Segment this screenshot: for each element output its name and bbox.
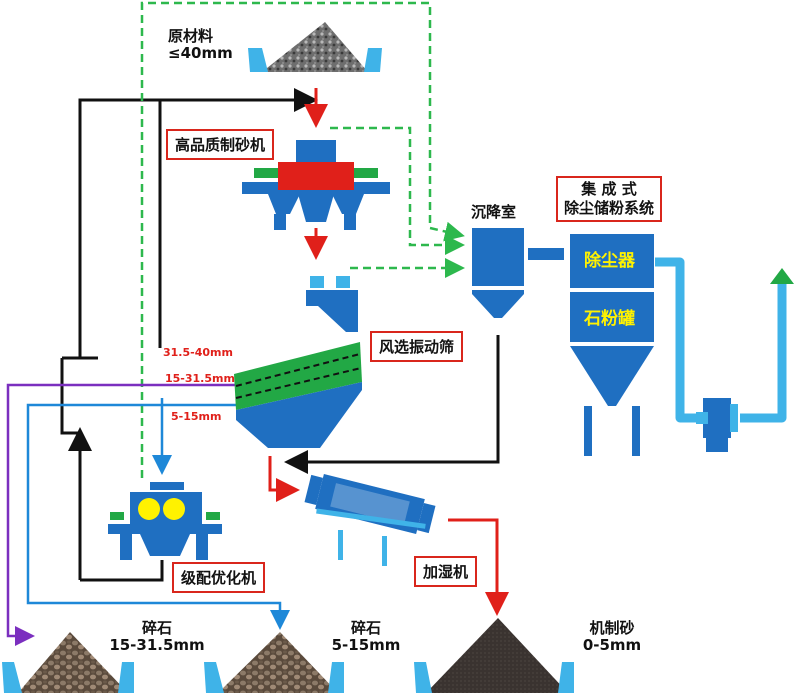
gravel-15-31-label: 碎石 15-31.5mm	[102, 619, 212, 655]
humidifier-machine	[304, 473, 436, 566]
dust-system-label: 集 成 式 除尘储粉系统	[556, 176, 663, 222]
grading-optimizer-machine	[108, 482, 222, 560]
dust-system-line1: 集 成 式	[581, 180, 637, 198]
blue-product-flow	[26, 398, 290, 630]
sand-maker-machine	[242, 140, 390, 230]
gravel-5-15-name: 碎石	[350, 619, 381, 637]
raw-material-pile	[248, 22, 382, 72]
gravel-5-15-label: 碎石 5-15mm	[326, 619, 406, 655]
raw-material-size: ≤40mm	[168, 44, 233, 63]
gravel-15-31-size: 15-31.5mm	[109, 636, 205, 655]
raw-material-name: 原材料	[168, 27, 214, 45]
grading-machine-label: 级配优化机	[172, 562, 266, 593]
size-15-31-label: 15-31.5mm	[165, 372, 235, 385]
humidifier-label: 加湿机	[414, 556, 478, 587]
purple-gravel-flow	[6, 383, 236, 646]
air-screen-label: 风选振动筛	[370, 331, 464, 362]
size-5-15-label: 5-15mm	[171, 410, 222, 423]
size-31-40-label: 31.5-40mm	[163, 346, 233, 359]
dust-system-line2: 除尘储粉系统	[564, 198, 655, 217]
red-main-flow	[268, 88, 509, 616]
gravel-5-15-pile	[204, 632, 344, 693]
gravel-5-15-size: 5-15mm	[331, 636, 401, 655]
exhaust-arrow-icon	[770, 268, 794, 284]
black-return-flow	[60, 88, 500, 582]
dust-collector-label: 除尘器	[584, 251, 635, 271]
machine-sand-size: 0-5mm	[582, 636, 642, 655]
screen-feed-hopper	[306, 276, 358, 332]
gravel-15-31-name: 碎石	[141, 619, 172, 637]
raw-material-label: 原材料 ≤40mm	[168, 27, 233, 63]
machine-sand-name: 机制砂	[589, 619, 635, 637]
machine-sand-pile	[414, 618, 574, 693]
air-vibrating-screen	[234, 342, 362, 448]
sand-maker-label: 高品质制砂机	[166, 129, 275, 160]
settling-chamber-unit	[472, 228, 564, 318]
dust-collector-tower	[570, 234, 654, 456]
settling-chamber-label: 沉降室	[471, 203, 517, 221]
powder-tank-label: 石粉罐	[584, 309, 635, 329]
dust-duct	[655, 257, 787, 423]
gravel-15-31-pile	[2, 632, 134, 693]
machine-sand-label: 机制砂 0-5mm	[572, 619, 652, 655]
exhaust-fan-icon	[696, 398, 738, 452]
green-dust-flow	[140, 1, 465, 478]
